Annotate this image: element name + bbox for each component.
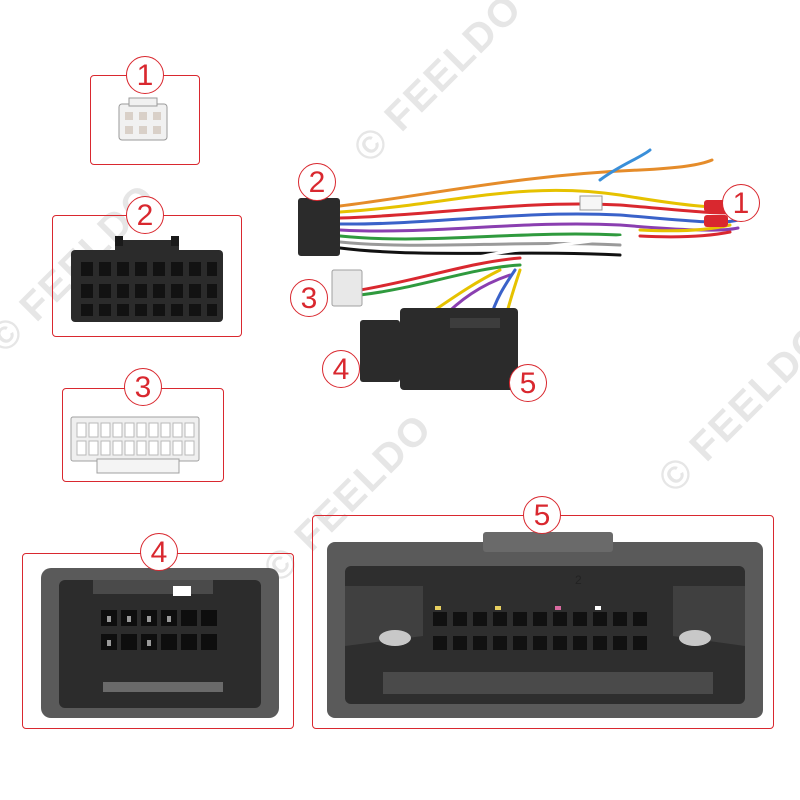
connector-5-pin-label: 2 [575,573,582,587]
panel-badge-1: 1 [126,56,164,94]
wire-red [338,202,742,220]
watermark-copyright: © [650,447,704,502]
harness-callout-5: 5 [509,364,547,402]
watermark-copyright: © [345,117,399,172]
connector-4-image [41,568,279,718]
wire-black [338,246,622,257]
harness-callout-2: 2 [298,163,336,201]
panel-connector-4 [22,553,294,729]
wire-purple [338,222,740,233]
watermark-text: FEELDO [376,0,531,140]
panel-badge-3: 3 [124,368,162,406]
harness-callout-1: 1 [722,184,760,222]
wire-blue [338,212,740,226]
panel-connector-3 [62,388,224,482]
wire-orange [338,158,714,208]
panel-connector-5: 2 [312,515,774,729]
watermark: © FEELDO [345,0,532,172]
harness-connector-3 [331,269,363,307]
watermark-text: FEELDO [681,315,800,470]
harness-connector-4 [360,320,400,382]
panel-connector-1 [90,75,200,165]
panel-badge-2: 2 [126,196,164,234]
harness-callout-4: 4 [322,350,360,388]
panel-badge-4: 4 [140,533,178,571]
connector-3-image [70,416,200,474]
wire-gray [338,240,622,247]
wire-green [338,232,622,241]
wire-lightblue [598,148,652,182]
connector-2-image [71,236,223,322]
panel-connector-2 [52,215,242,337]
panel-badge-5: 5 [523,496,561,534]
wire-white [358,233,642,287]
connector-1-image [118,97,168,141]
connector-5-image: 2 [327,532,763,718]
harness-callout-3: 3 [290,279,328,317]
wire-yellow [338,188,742,214]
harness-connector-5 [400,308,518,390]
harness-connector-2 [298,198,340,256]
watermark: © FEELDO [650,315,800,502]
